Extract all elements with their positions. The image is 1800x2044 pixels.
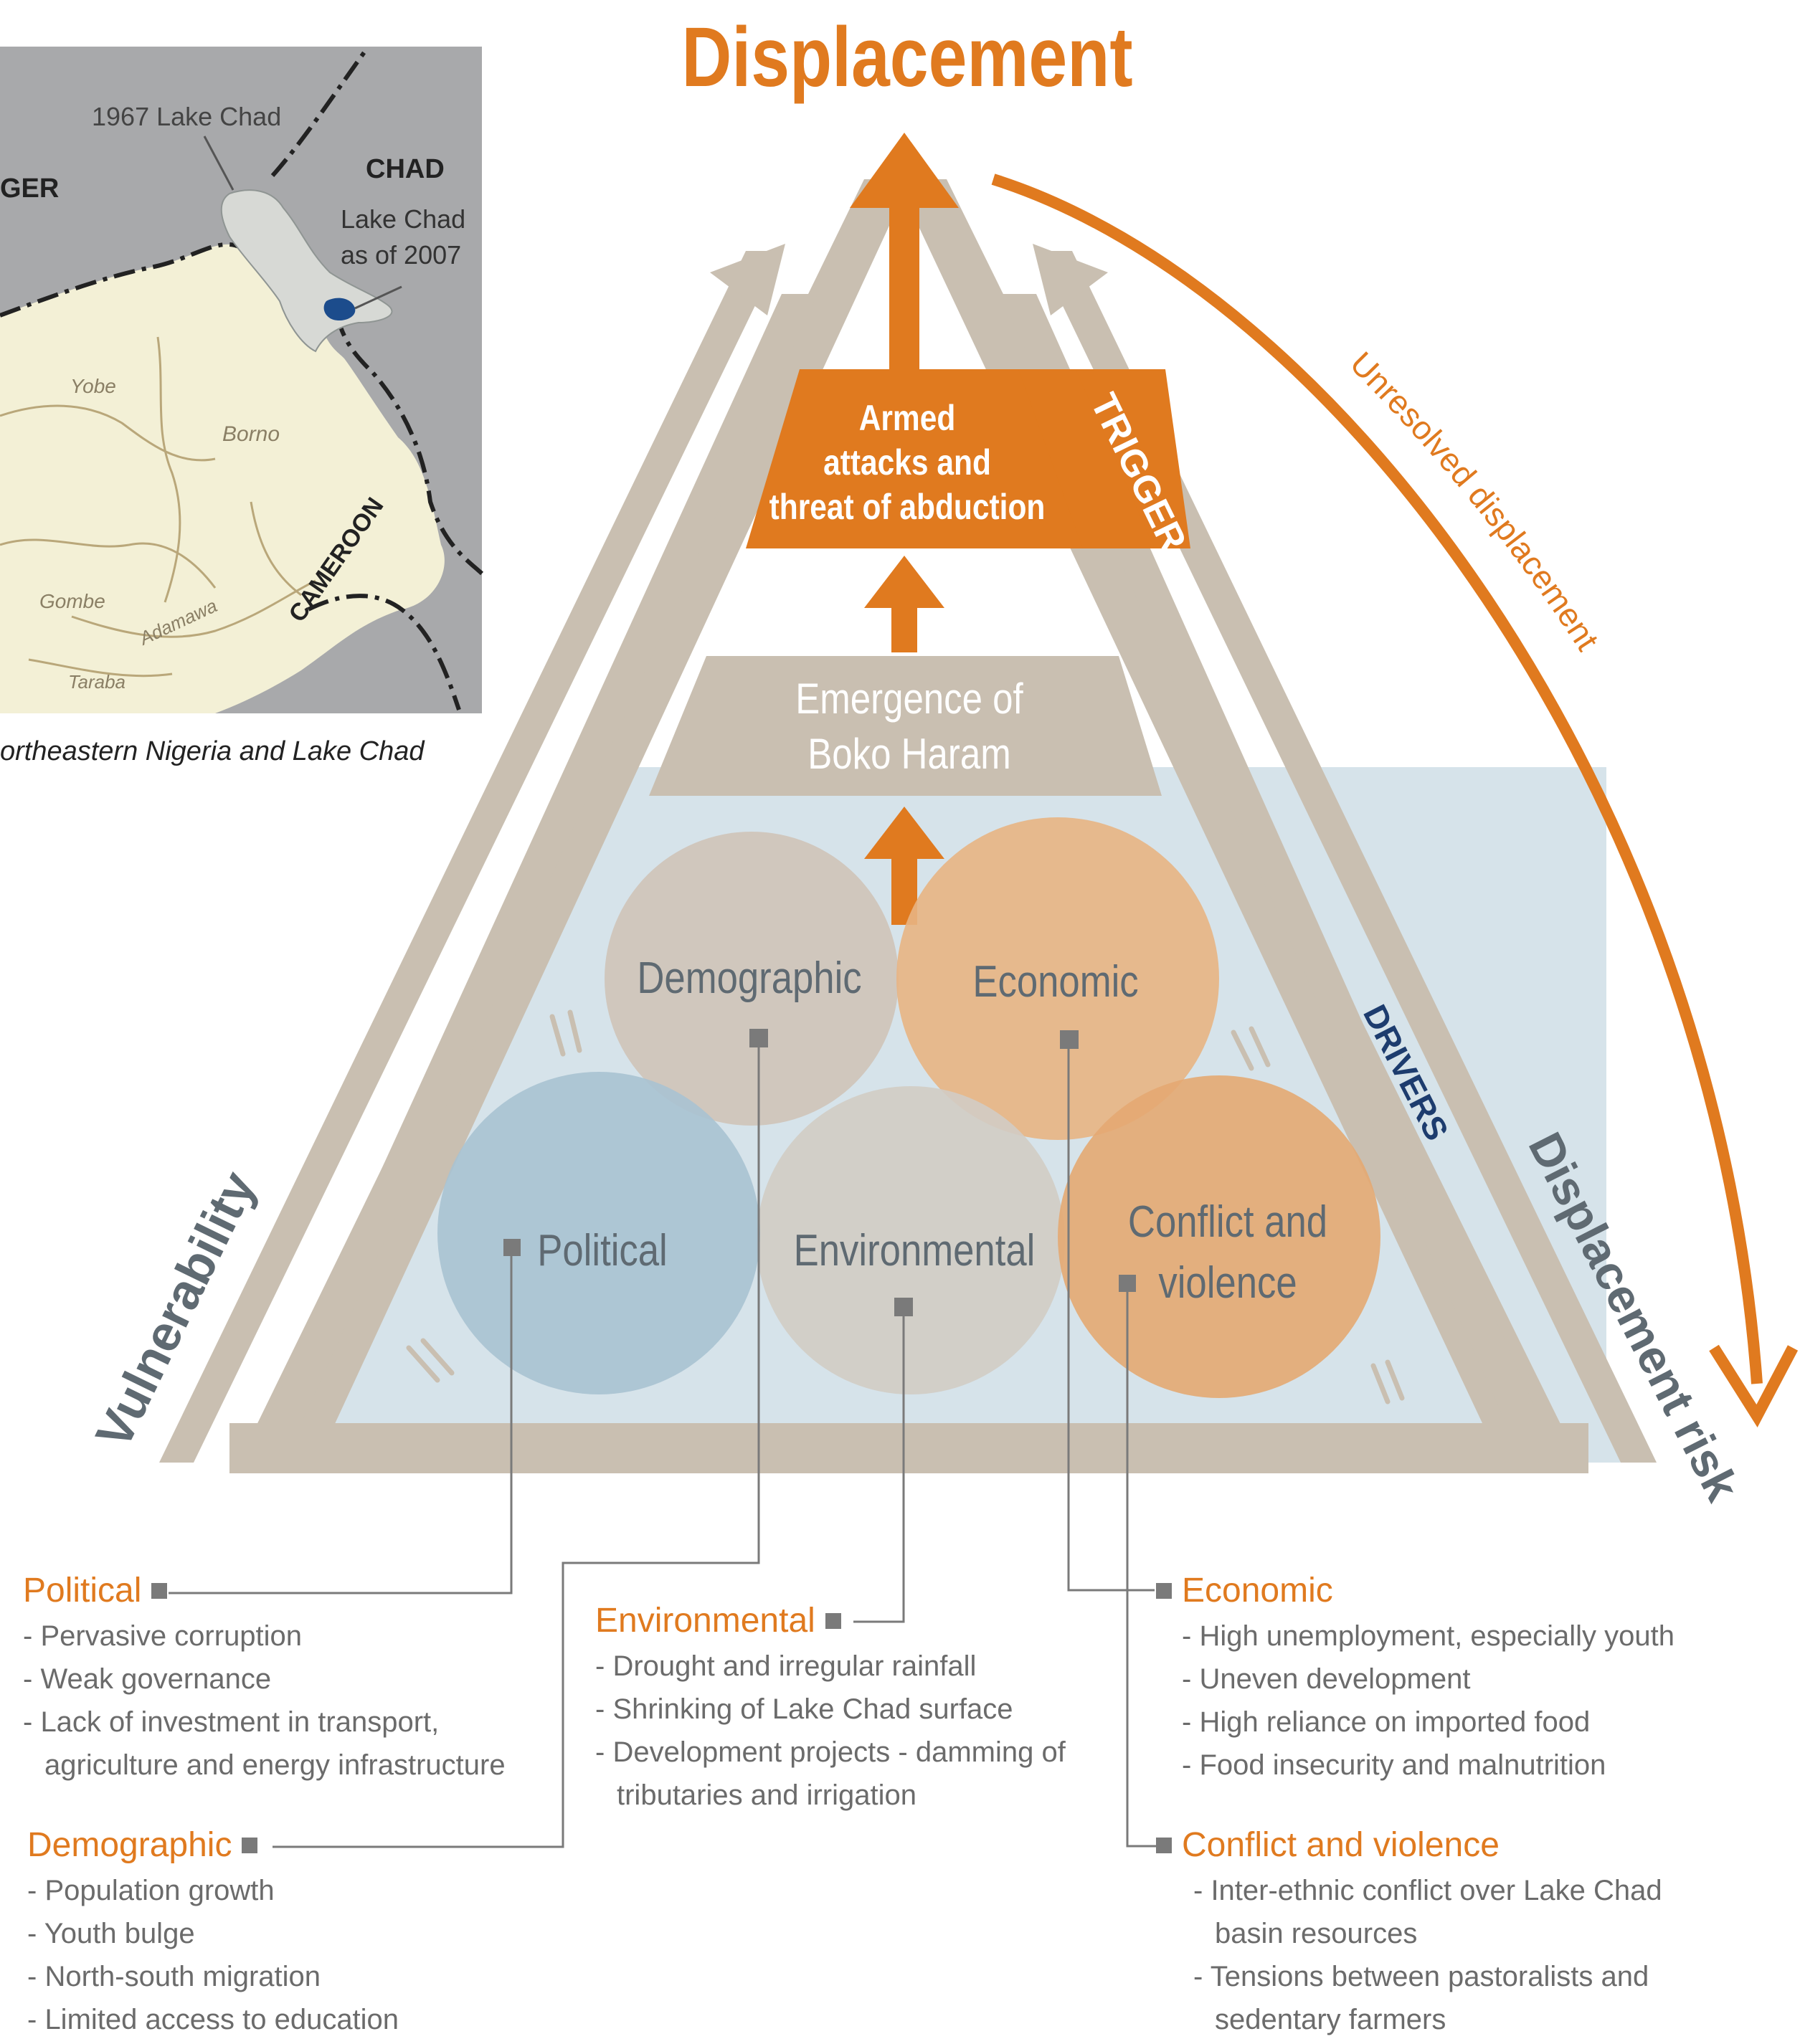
map-label-niger: GER — [0, 173, 59, 204]
detail-conflict-item: Inter-ethnic conflict over Lake Chad bas… — [1193, 1869, 1701, 1955]
lake-chad-2007 — [323, 298, 356, 321]
boko-to-trigger-arrow — [864, 556, 944, 652]
boko-text: Emergence of Boko Haram — [795, 675, 1023, 778]
detail-political: Political Pervasive corruption Weak gove… — [23, 1570, 539, 1787]
detail-conflict-item: Tensions between pastoralists and sedent… — [1193, 1955, 1701, 2041]
trigger-side-band — [1018, 369, 1155, 548]
map-label-chad: CHAD — [366, 154, 445, 184]
circle-label-political: Political — [537, 1226, 668, 1275]
map-inset: 1967 Lake Chad GER CHAD Lake Chad as of … — [0, 47, 484, 766]
map-caption: ortheastern Nigeria and Lake Chad — [0, 736, 425, 766]
map-national-borders — [0, 49, 484, 710]
detail-economic-list: High unemployment, especially youth Unev… — [1182, 1615, 1701, 1787]
detail-environmental: Environmental Drought and irregular rain… — [595, 1600, 1097, 1817]
detail-environmental-heading-row: Environmental — [595, 1600, 1097, 1642]
detail-environmental-list: Drought and irregular rainfall Shrinking… — [595, 1645, 1097, 1817]
pyramid-inner-frame — [265, 294, 1542, 1423]
displacement-risk-arrow — [1033, 244, 1657, 1463]
detail-economic-marker — [1156, 1583, 1172, 1599]
detail-conflict: Conflict and violence Inter-ethnic confl… — [1156, 1825, 1701, 2041]
detail-demographic-item: Population growth — [27, 1869, 544, 1912]
circle-demographic — [605, 832, 899, 1126]
detail-demographic: Demographic Population growth Youth bulg… — [27, 1825, 544, 2041]
boko-haram-band — [649, 656, 1162, 796]
detail-economic-item: High unemployment, especially youth — [1182, 1615, 1701, 1658]
detail-demographic-item: Youth bulge — [27, 1912, 544, 1955]
detail-political-item: Pervasive corruption — [23, 1615, 539, 1658]
circle-label-economic: Economic — [972, 957, 1138, 1007]
main-up-arrow — [850, 133, 959, 373]
circle-label-demographic: Demographic — [637, 954, 861, 1003]
map-label-lake-2007-line2: as of 2007 — [341, 240, 461, 270]
diagram-title: Displacement — [681, 9, 1132, 104]
detail-economic-item: Food insecurity and malnutrition — [1182, 1744, 1701, 1787]
trigger-text-line3: threat of abduction — [769, 487, 1046, 527]
map-label-borno: Borno — [222, 422, 280, 446]
map-label-lake-2007-line1: Lake Chad — [341, 204, 465, 234]
circle-label-conflict-line1: Conflict and — [1128, 1197, 1327, 1247]
detail-demographic-list: Population growth Youth bulge North-sout… — [27, 1869, 544, 2041]
circle-political — [437, 1072, 760, 1394]
detail-political-heading-row: Political — [23, 1570, 539, 1612]
circle-label-environmental: Environmental — [794, 1226, 1036, 1275]
unresolved-label: Unresolved displacement — [1343, 344, 1606, 657]
connector-lines — [169, 1038, 1165, 1848]
detail-environmental-item: Shrinking of Lake Chad surface — [595, 1688, 1097, 1731]
circle-economic — [896, 817, 1219, 1140]
circle-environmental — [757, 1086, 1065, 1394]
map-label-gombe: Gombe — [39, 590, 105, 612]
detail-conflict-heading: Conflict and violence — [1182, 1826, 1500, 1864]
map-label-taraba: Taraba — [68, 671, 125, 693]
detail-demographic-item: North-south migration — [27, 1955, 544, 1998]
detail-economic: Economic High unemployment, especially y… — [1156, 1570, 1701, 1787]
unresolved-label-path: Unresolved displacement — [1343, 344, 1606, 657]
detail-environmental-item: Development projects - damming of tribut… — [595, 1731, 1097, 1817]
map-label-yobe: Yobe — [70, 375, 116, 397]
detail-demographic-item: Limited access to education — [27, 1998, 544, 2041]
detail-economic-heading-row: Economic — [1156, 1570, 1701, 1612]
detail-environmental-heading: Environmental — [595, 1602, 815, 1640]
circle-conflict — [1058, 1075, 1380, 1398]
detail-economic-item: High reliance on imported food — [1182, 1701, 1701, 1744]
map-state-boundaries — [0, 336, 316, 678]
detail-political-item: Lack of investment in transport, agricul… — [23, 1701, 539, 1787]
boko-text-line2: Boko Haram — [807, 730, 1010, 778]
trigger-text: Armed attacks and threat of abduction — [769, 398, 1046, 527]
detail-demographic-heading-row: Demographic — [27, 1825, 544, 1866]
trigger-text-line2: attacks and — [823, 442, 991, 483]
circle-labels: Demographic Economic Political Environme… — [537, 954, 1327, 1308]
detail-demographic-marker — [242, 1838, 258, 1853]
map-nigeria-land — [0, 244, 445, 713]
vulnerability-arrow — [159, 244, 785, 1463]
detail-political-item: Weak governance — [23, 1658, 539, 1701]
boko-text-line1: Emergence of — [795, 675, 1023, 723]
detail-economic-heading: Economic — [1182, 1572, 1333, 1610]
motion-ticks — [406, 1009, 1405, 1404]
detail-economic-item: Uneven development — [1182, 1658, 1701, 1701]
detail-conflict-list: Inter-ethnic conflict over Lake Chad bas… — [1193, 1869, 1701, 2041]
detail-political-list: Pervasive corruption Weak governance Lac… — [23, 1615, 539, 1787]
circle-label-conflict-line2: violence — [1158, 1258, 1297, 1308]
trigger-text-line1: Armed — [859, 398, 956, 438]
detail-environmental-item: Drought and irregular rainfall — [595, 1645, 1097, 1688]
detail-political-heading: Political — [23, 1572, 142, 1610]
map-callout-arrows — [203, 136, 402, 310]
detail-demographic-heading: Demographic — [27, 1826, 232, 1864]
connector-squares — [503, 1029, 1136, 1316]
map-label-1967-lake: 1967 Lake Chad — [92, 102, 281, 131]
detail-political-marker — [151, 1583, 168, 1599]
detail-conflict-marker — [1156, 1838, 1172, 1853]
detail-environmental-marker — [825, 1613, 841, 1629]
detail-conflict-heading-row: Conflict and violence — [1156, 1825, 1701, 1866]
